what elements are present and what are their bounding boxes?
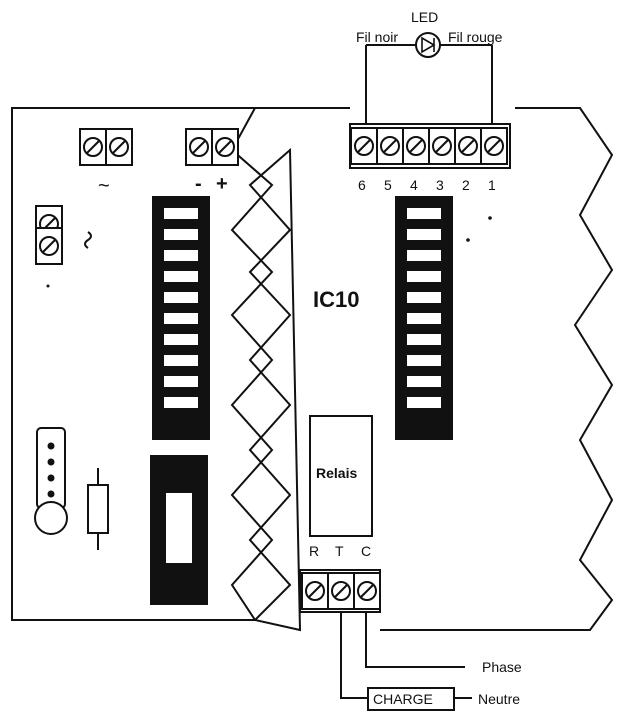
resistor: [87, 468, 109, 550]
terminal-number-3: 3: [436, 177, 444, 193]
ic-pin-slot: [164, 376, 198, 387]
led-label: LED: [411, 9, 438, 25]
ic-pin-slot: [407, 313, 441, 324]
black-wire-label: Fil noir: [356, 29, 398, 45]
ic-pin-slot: [407, 208, 441, 219]
relay-terminal-block: [299, 569, 381, 613]
relay-label: Relais: [316, 465, 357, 481]
terminal-number-1: 1: [488, 177, 496, 193]
charge-label: CHARGE: [373, 691, 433, 707]
ic-pin-slot: [407, 271, 441, 282]
connector-header: [34, 427, 68, 535]
dc-terminal-block: [185, 128, 239, 166]
ic-pin-slot: [164, 292, 198, 303]
relay-terminal-c: C: [361, 543, 371, 559]
ac-symbol: ~: [98, 175, 110, 197]
terminal-number-2: 2: [462, 177, 470, 193]
side-terminal-block: [35, 205, 92, 265]
minus-sign: -: [195, 173, 202, 195]
ic-pin-slot: [164, 229, 198, 240]
ic-pin-slot: [164, 271, 198, 282]
ic-pin-slot: [407, 334, 441, 345]
ic-pin-slot: [407, 292, 441, 303]
ic-pin-slot: [407, 397, 441, 408]
left-lower-module: [150, 455, 208, 605]
plus-sign: +: [216, 173, 228, 195]
relay: [309, 415, 373, 537]
ic-pin-slot: [164, 397, 198, 408]
terminal-block-6: [349, 123, 511, 169]
right-board: [248, 107, 614, 632]
ac-terminal-block: [79, 128, 133, 166]
left-board: [11, 107, 274, 621]
ic-pin-slot: [407, 250, 441, 261]
led-icon: [415, 32, 441, 58]
ic10-label: IC10: [313, 287, 359, 312]
ic-pin-slot: [164, 334, 198, 345]
neutral-label: Neutre: [478, 691, 520, 707]
ic-pin-slot: [164, 355, 198, 366]
phase-label: Phase: [482, 659, 522, 675]
ic-pin-slot: [164, 208, 198, 219]
ic-pin-slot: [407, 355, 441, 366]
relay-terminal-r: R: [309, 543, 319, 559]
ic-pin-slot: [407, 376, 441, 387]
ic-pin-slot: [164, 250, 198, 261]
external-wiring: [340, 612, 472, 711]
led-assembly: [365, 32, 493, 128]
terminal-number-5: 5: [384, 177, 392, 193]
ic-pin-slot: [164, 313, 198, 324]
ic-pin-slot: [407, 229, 441, 240]
ic10-chip: [395, 196, 453, 440]
terminal-number-6: 6: [358, 177, 366, 193]
red-wire-label: Fil rouge: [448, 29, 503, 45]
relay-terminal-t: T: [335, 543, 344, 559]
left-ic-chip: [152, 196, 210, 440]
terminal-number-4: 4: [410, 177, 418, 193]
